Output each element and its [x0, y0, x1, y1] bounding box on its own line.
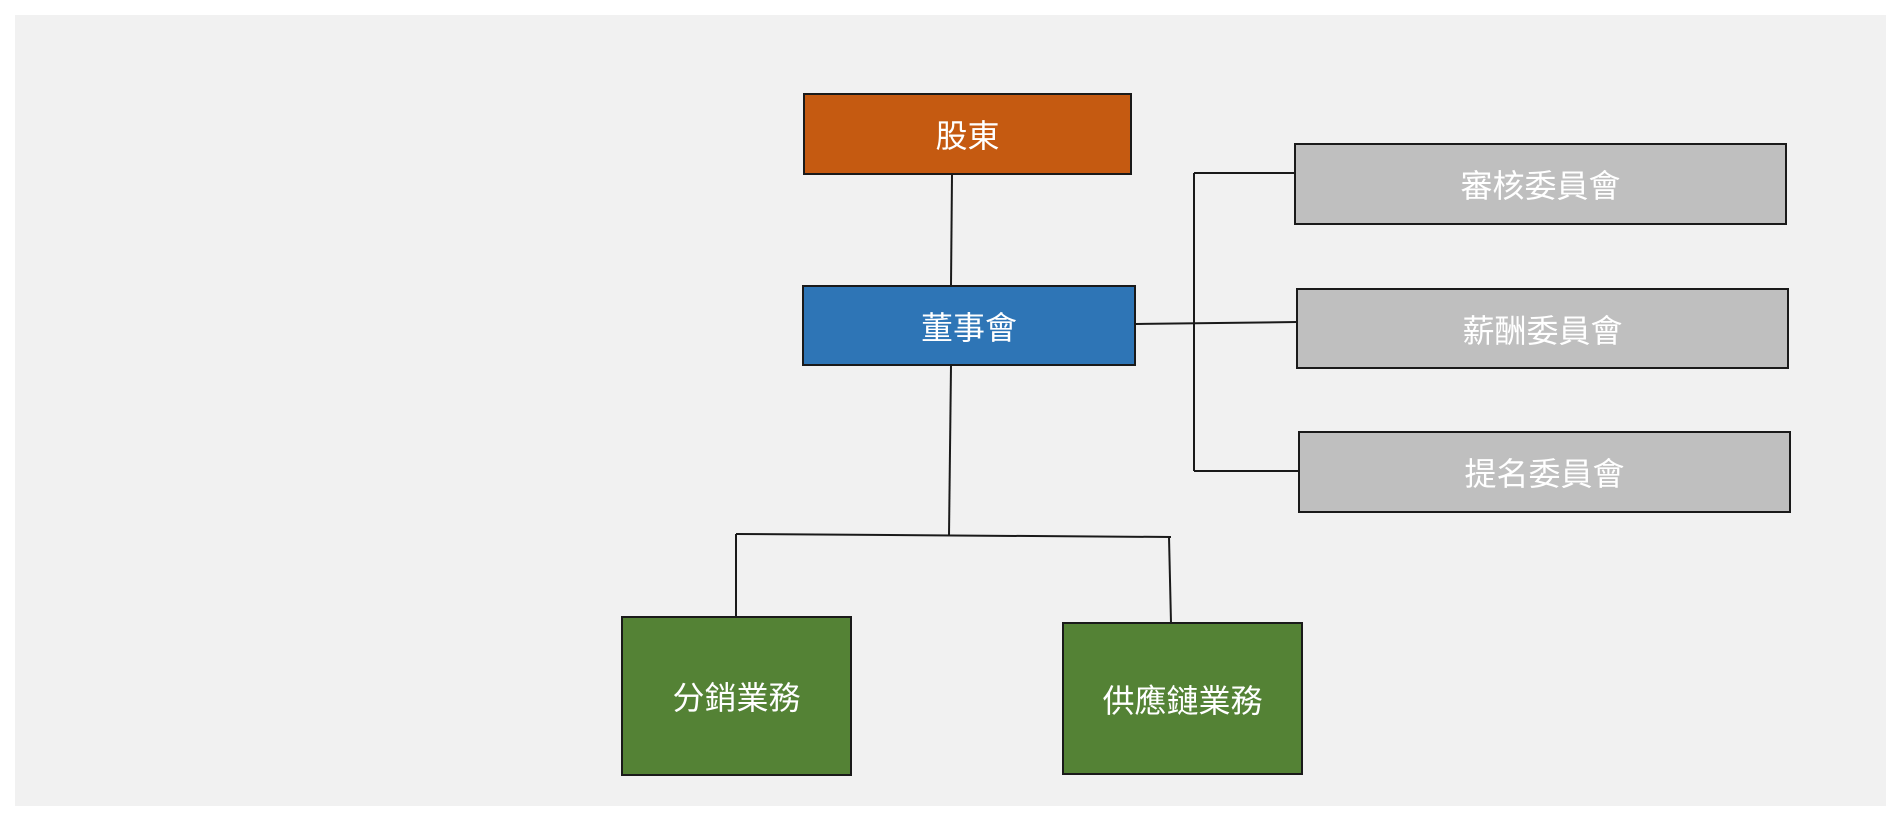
connector-board-committees	[1135, 321, 1298, 325]
audit-committee-node: 審核委員會	[1294, 143, 1787, 225]
board-node: 董事會	[802, 285, 1136, 366]
distribution-business-node: 分銷業務	[621, 616, 852, 776]
connector-board-down	[948, 365, 952, 536]
connector-to-supply-chain	[1168, 536, 1172, 624]
shareholders-node: 股東	[803, 93, 1132, 175]
nomination-committee-label: 提名委員會	[1464, 455, 1625, 493]
remuneration-committee-label: 薪酬委員會	[1462, 311, 1623, 350]
audit-committee-label: 審核委員會	[1460, 167, 1621, 205]
supply-chain-business-node: 供應鏈業務	[1062, 622, 1303, 775]
nomination-committee-node: 提名委員會	[1298, 431, 1791, 513]
shareholders-label: 股東	[935, 117, 1000, 155]
connector-business-bus	[735, 533, 1172, 538]
connector-shareholders-board	[950, 174, 953, 286]
supply-chain-business-label: 供應鏈業務	[1102, 681, 1263, 720]
board-label: 董事會	[920, 308, 1017, 347]
distribution-business-label: 分銷業務	[672, 679, 801, 717]
remuneration-committee-node: 薪酬委員會	[1296, 288, 1789, 369]
